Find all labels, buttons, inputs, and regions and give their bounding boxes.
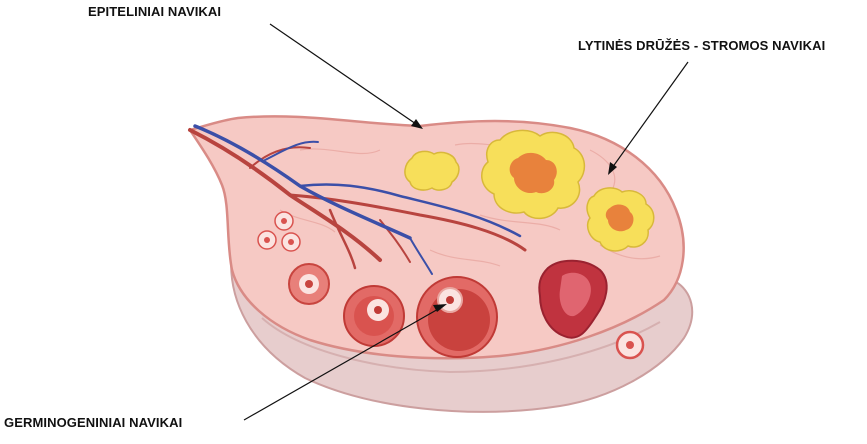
corpus-luteum-large bbox=[482, 130, 585, 218]
corpus-luteum-right bbox=[587, 188, 654, 251]
label-sex-cord-stromal-tumors: LYTINĖS DRŪŽĖS - STROMOS NAVIKAI bbox=[578, 38, 825, 53]
label-germ-cell-tumors: GERMINOGENINIAI NAVIKAI bbox=[4, 415, 182, 430]
ovulated-follicle bbox=[617, 332, 643, 358]
arrow-sex-cord-stromal bbox=[612, 62, 688, 168]
corpus-luteum-small bbox=[405, 151, 459, 190]
arrow-epithelial bbox=[270, 24, 416, 124]
label-epithelial-tumors: EPITELINIAI NAVIKAI bbox=[88, 4, 221, 19]
